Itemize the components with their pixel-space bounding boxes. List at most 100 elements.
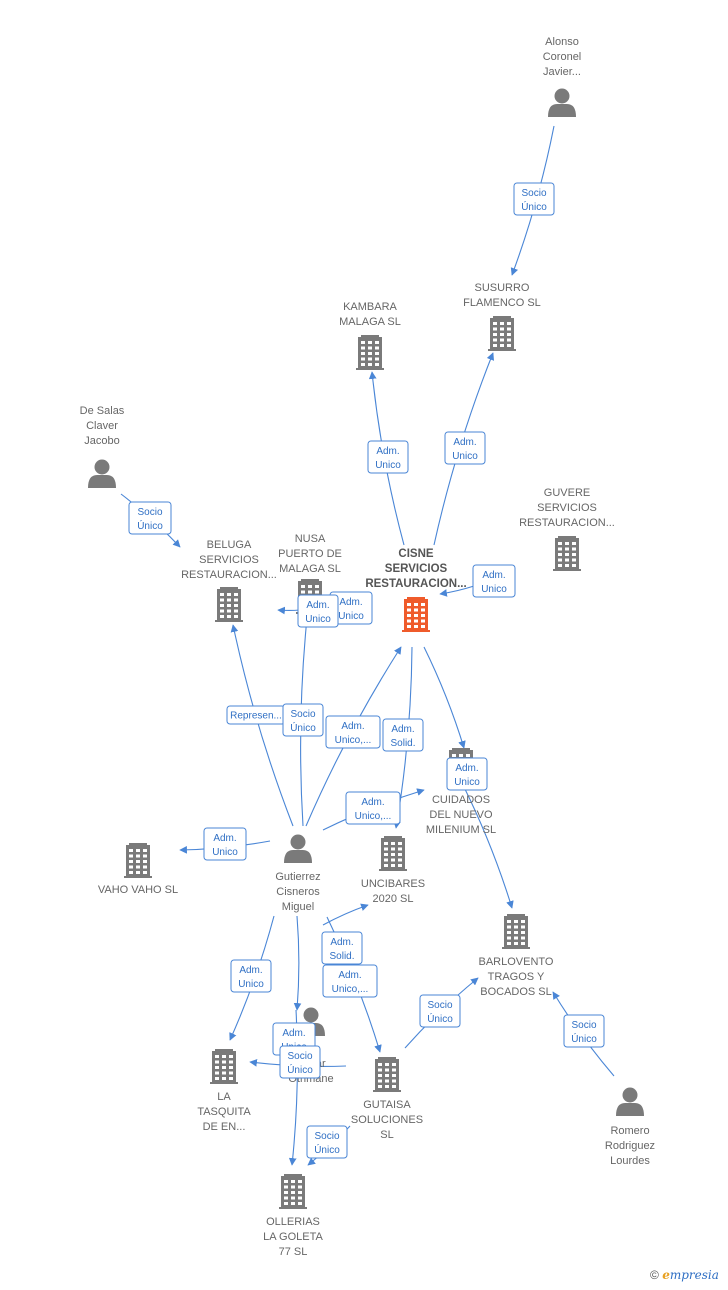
building-icon bbox=[356, 335, 384, 370]
building-icon bbox=[402, 597, 430, 632]
building-icon bbox=[379, 836, 407, 871]
building-icon bbox=[502, 914, 530, 949]
building-icon bbox=[124, 843, 152, 878]
relation-label-r5[interactable]: Adm.Unico bbox=[472, 564, 516, 598]
relation-label-r8[interactable]: Represen... bbox=[226, 705, 286, 725]
relation-label-r13[interactable]: Adm.Unico,... bbox=[345, 791, 401, 825]
node-label: VAHO VAHO SL bbox=[98, 884, 178, 896]
footer-brand[interactable]: © empresia bbox=[650, 1268, 719, 1282]
building-icon bbox=[488, 316, 516, 351]
relation-text: Adm.Solid. bbox=[329, 937, 354, 962]
relation-label-r6[interactable]: Adm.Unico bbox=[329, 591, 373, 625]
relation-text: Adm.Unico bbox=[375, 446, 401, 471]
relation-label-r16[interactable]: Adm.Unico,... bbox=[322, 964, 378, 998]
edge-18 bbox=[293, 915, 302, 1011]
relation-label-r17[interactable]: Adm.Unico bbox=[230, 959, 272, 993]
relation-text: Adm.Unico bbox=[454, 763, 480, 788]
relation-text: Represen... bbox=[230, 711, 282, 722]
person-icon bbox=[548, 88, 576, 117]
brand-logo: empresia bbox=[662, 1268, 719, 1282]
edge-10 bbox=[423, 646, 466, 749]
relation-label-r12[interactable]: Adm.Unico bbox=[446, 757, 488, 791]
relation-text: Adm.Unico,... bbox=[335, 721, 372, 746]
relation-text: Adm.Unico,... bbox=[355, 797, 392, 822]
relation-text: Adm.Solid. bbox=[390, 724, 415, 749]
relation-text: Adm.Unico bbox=[452, 437, 478, 462]
building-icon bbox=[279, 1174, 307, 1209]
node-vaho[interactable]: VAHO VAHO SL bbox=[98, 843, 178, 896]
person-icon bbox=[284, 834, 312, 863]
building-icon bbox=[215, 587, 243, 622]
relation-text: Adm.Unico bbox=[238, 965, 264, 990]
relation-text: Adm.Unico bbox=[212, 833, 238, 858]
relation-label-r11[interactable]: Adm.Solid. bbox=[382, 718, 424, 752]
relation-label-r15[interactable]: Adm.Solid. bbox=[321, 931, 363, 965]
edge-7 bbox=[230, 624, 294, 827]
building-icon bbox=[553, 536, 581, 571]
relation-label-r10[interactable]: Adm.Unico,... bbox=[325, 715, 381, 749]
edge-12 bbox=[462, 784, 514, 909]
relation-label-r14[interactable]: Adm.Unico bbox=[203, 827, 247, 861]
relation-text: Adm.Unico bbox=[481, 570, 507, 595]
relation-text: Adm.Unico bbox=[305, 600, 331, 625]
edge-15 bbox=[322, 903, 369, 926]
relation-text: Adm.Unico bbox=[338, 597, 364, 622]
person-icon bbox=[88, 459, 116, 488]
relation-label-r2[interactable]: Adm.Unico bbox=[444, 431, 486, 465]
person-icon bbox=[616, 1087, 644, 1116]
relation-text: Adm.Unico,... bbox=[332, 970, 369, 995]
edges-layer bbox=[120, 125, 615, 1166]
building-icon bbox=[373, 1057, 401, 1092]
edge-5 bbox=[439, 585, 475, 597]
relation-label-r3[interactable]: Adm.Unico bbox=[367, 440, 409, 474]
building-icon bbox=[210, 1049, 238, 1084]
relation-label-r7[interactable]: Adm.Unico bbox=[297, 594, 339, 628]
